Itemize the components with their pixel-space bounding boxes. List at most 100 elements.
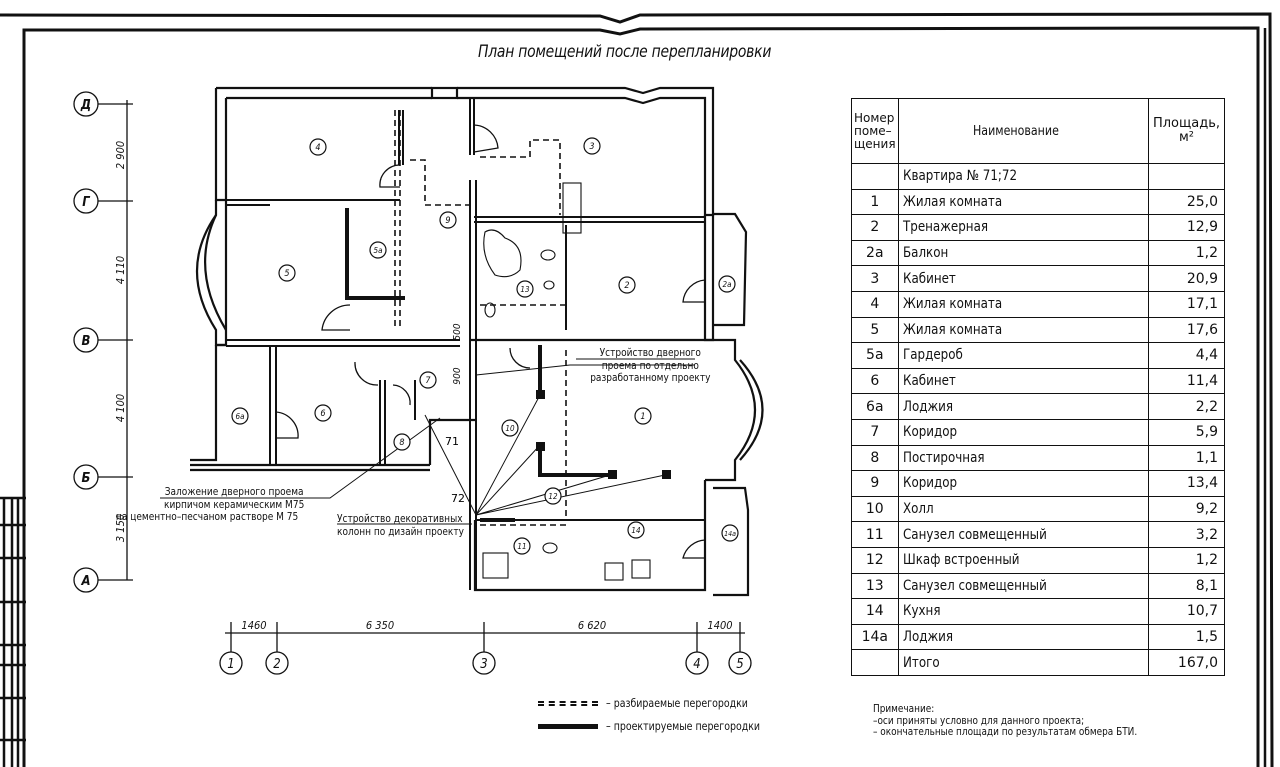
- shower-icon: [482, 552, 509, 579]
- annotation-line: Заложение дверного проема: [164, 485, 304, 498]
- designed-partitions: [345, 208, 610, 522]
- annotation-line: на цементно–песчаном растворе М 75: [115, 510, 299, 523]
- room-number: 5а: [851, 342, 899, 369]
- toilet-icon: [542, 542, 558, 554]
- room-name: Постирочная: [897, 444, 1149, 472]
- bidet-icon: [543, 280, 555, 290]
- annotation-line: кирпичом керамическим М75: [164, 497, 305, 511]
- room-area: 1,2: [1147, 239, 1226, 267]
- room-number: 14: [851, 598, 899, 625]
- col-dimension: 6 620: [578, 619, 606, 632]
- room-number: 2а: [851, 239, 899, 267]
- axis-label-row: В: [82, 334, 91, 349]
- room-area: 13,4: [1147, 470, 1226, 497]
- wardrobe-icon: [562, 182, 582, 234]
- room-name: Жилая комната: [897, 290, 1149, 318]
- room-name: Жилая комната: [897, 316, 1149, 344]
- room-name: Холл: [897, 495, 1149, 523]
- sheet-inner-border: [22, 26, 1260, 767]
- room-marker: 1: [640, 412, 645, 422]
- room-area: 10,7: [1147, 598, 1226, 625]
- room-number: 12: [851, 546, 899, 574]
- axis-label-row: Г: [82, 195, 90, 210]
- room-name: Кухня: [897, 598, 1149, 625]
- col-dimension: 6 350: [366, 619, 394, 632]
- room-area: 5,9: [1147, 418, 1226, 446]
- inner-dimension: 500: [452, 323, 463, 340]
- note: Примечание: –оси приняты условно для дан…: [873, 703, 1138, 739]
- axis-label-col: 5: [736, 657, 743, 672]
- annotation-door-opening: Устройство дверного проема по отдельно р…: [590, 346, 711, 385]
- room-number: 4: [851, 290, 899, 318]
- room-name: Коридор: [897, 470, 1149, 497]
- room-name: Санузел совмещенный: [897, 572, 1149, 600]
- sheet-outer-border: [0, 12, 1274, 767]
- header-line: м²: [1178, 130, 1194, 145]
- room-number: 2: [851, 214, 899, 241]
- legend-designed: – проектируемые перегородки: [538, 719, 794, 733]
- axis-label-col: 2: [273, 657, 280, 672]
- room-marker: 10: [505, 424, 515, 433]
- toilet-icon: [540, 249, 556, 261]
- annotation-door-fill: Заложение дверного проема кирпичом керам…: [116, 485, 305, 524]
- room-marker: 5а: [374, 246, 383, 255]
- axis-label-row: А: [80, 574, 90, 589]
- room-name: Жилая комната: [897, 188, 1149, 216]
- room-name: Гардероб: [897, 342, 1149, 369]
- room-number: 13: [851, 572, 899, 600]
- room-number: 1: [851, 188, 899, 216]
- door-swings: [275, 124, 706, 559]
- room-marker-circles: [231, 137, 739, 555]
- bathroom-fixtures: [482, 182, 651, 581]
- header-line: Номер: [854, 110, 895, 125]
- room-area: 1,1: [1147, 444, 1226, 472]
- row-dimension: 2 900: [114, 141, 127, 169]
- room-number: 14а: [851, 623, 899, 651]
- kitchen-sink-icon: [604, 562, 624, 581]
- annotation-decor-columns: Устройство декоративных колонн по дизайн…: [337, 512, 464, 538]
- room-number: 10: [851, 495, 899, 523]
- room-number: 6а: [851, 393, 899, 420]
- col-dimension: 1460: [241, 619, 266, 632]
- room-area: 2,2: [1147, 393, 1226, 420]
- note-line: – окончательные площади по результатам о…: [873, 726, 1138, 738]
- annotation-line: разработанному проекту: [590, 371, 711, 384]
- drawing-title: План помещений после перепланировки: [478, 42, 772, 62]
- dashed-line-sample: [538, 700, 598, 706]
- room-marker: 2а: [723, 280, 732, 289]
- columns: [536, 390, 671, 479]
- room-name: Коридор: [897, 418, 1149, 446]
- axis-label-row: Д: [80, 98, 91, 113]
- room-marker: 3: [589, 142, 594, 152]
- room-number: 6: [851, 367, 899, 395]
- row-dimension: 4 110: [114, 256, 127, 284]
- stove-icon: [631, 559, 651, 579]
- inner-dimension: 900: [452, 367, 463, 384]
- row-dimension: 3 150: [114, 514, 127, 542]
- room-area: 12,9: [1147, 214, 1226, 241]
- header-room-number: Номер поме– щения: [851, 98, 899, 164]
- room-area-table: Номер поме– щения Наименование Площадь, …: [851, 98, 1226, 676]
- room-marker: 13: [520, 285, 530, 294]
- room-marker: 4: [315, 143, 320, 153]
- room-number: 7: [851, 418, 899, 446]
- room-name: Балкон: [897, 239, 1149, 267]
- room-marker: 9: [445, 216, 450, 226]
- room-marker: 7: [425, 376, 431, 386]
- header-line: Площадь,: [1152, 116, 1220, 131]
- room-number: 11: [851, 521, 899, 548]
